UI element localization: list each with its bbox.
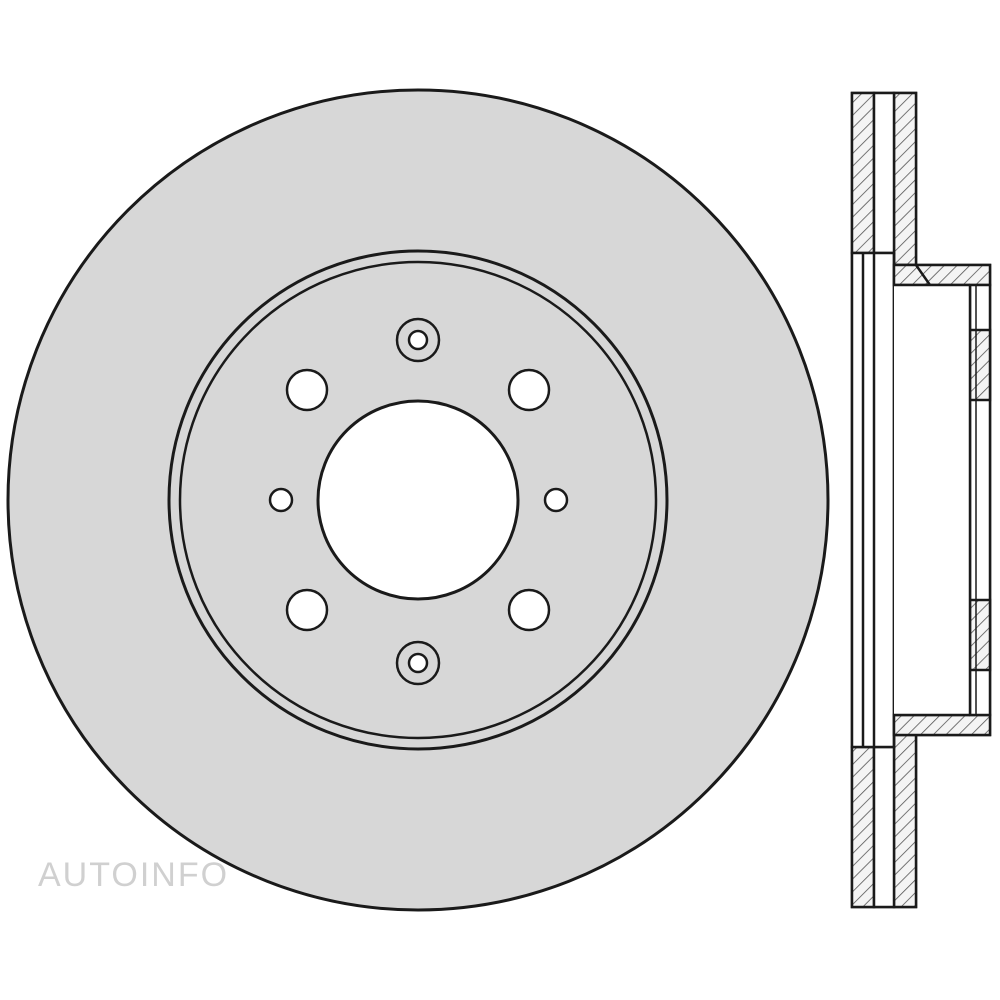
- hat-bottom-wall: [892, 713, 992, 737]
- hat-inner-ring: [178, 260, 658, 740]
- rotor-front-view: [6, 88, 830, 912]
- watermark-logo: AUTOINFO: [38, 856, 230, 894]
- small-hole: [543, 487, 569, 513]
- friction-plate-right-top: [892, 91, 918, 267]
- hat-face-hatch-top: [968, 328, 992, 402]
- small-hole: [268, 487, 294, 513]
- hat-outer-ring: [167, 249, 669, 751]
- center-bore: [316, 399, 520, 601]
- stud-hole: [285, 368, 329, 412]
- stud-hole: [507, 368, 551, 412]
- vent-gap-bottom: [872, 745, 896, 909]
- friction-plate-right-bottom: [892, 733, 918, 909]
- friction-plate-left-top: [850, 91, 876, 255]
- stud-hole: [507, 588, 551, 632]
- vent-gap-top: [872, 91, 896, 255]
- countersunk-screw-hole: [395, 640, 441, 686]
- hat-face-hatch-bottom: [968, 598, 992, 672]
- rotor-side-section: [850, 91, 992, 909]
- countersunk-screw-hole: [395, 317, 441, 363]
- stud-hole: [285, 588, 329, 632]
- friction-plate-left-bottom: [850, 745, 876, 909]
